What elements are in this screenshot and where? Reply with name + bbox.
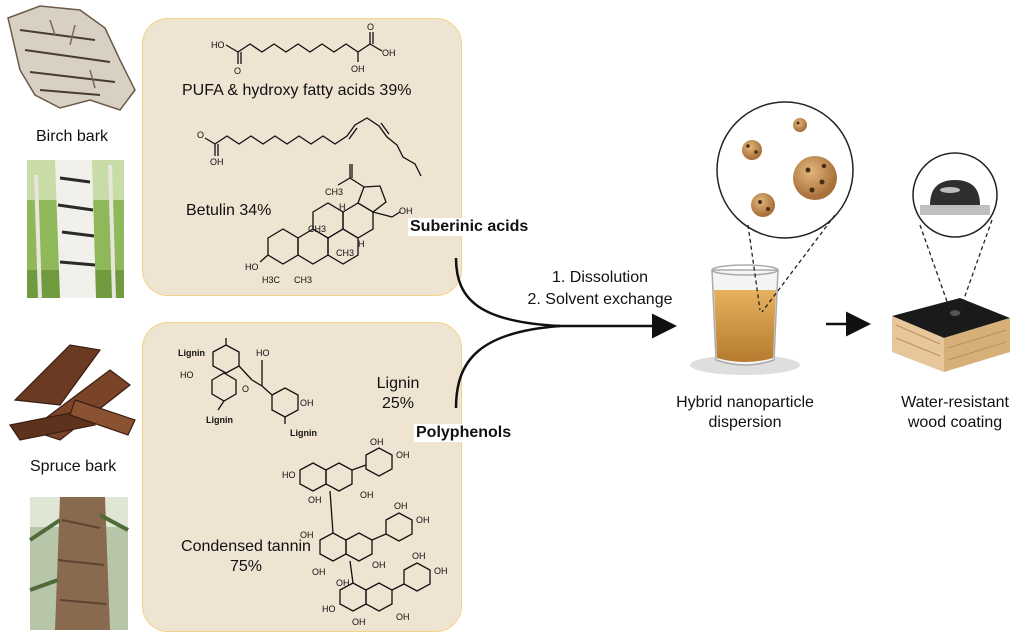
- tannin-label-percent: 75%: [229, 558, 263, 575]
- atom-oh-17: OH: [434, 566, 448, 576]
- atom-oh-5: OH: [300, 398, 314, 408]
- lignin-tag-2: Lignin: [206, 415, 233, 425]
- atom-h-2: H: [358, 239, 365, 249]
- atom-ho-5: HO: [282, 470, 296, 480]
- atom-ho-4: HO: [256, 348, 270, 358]
- birch-tree-photo: [27, 160, 124, 299]
- atom-oh-19: OH: [396, 612, 410, 622]
- merge-arrow-bottom: [454, 324, 561, 409]
- atom-o-2: O: [367, 22, 374, 32]
- lignin-label-name: Lignin: [376, 375, 420, 392]
- atom-oh-12: OH: [416, 515, 430, 525]
- atom-ch3-3: CH3: [308, 224, 326, 234]
- spruce-bark-label: Spruce bark: [30, 458, 117, 475]
- merge-arrow-top: [454, 257, 561, 328]
- wood-block-illustration: [892, 298, 1010, 372]
- atom-o-3: O: [197, 130, 204, 140]
- polyphenols-label: Polyphenols: [414, 424, 514, 442]
- birch-bark-label: Birch bark: [36, 128, 109, 145]
- atom-ho-1: HO: [211, 40, 225, 50]
- tannin-label-name: Condensed tannin: [181, 538, 311, 555]
- pufa-label: PUFA & hydroxy fatty acids 39%: [182, 82, 412, 99]
- atom-oh-8: OH: [396, 450, 410, 460]
- atom-ch3-4: CH3: [336, 248, 354, 258]
- atom-oh-11: OH: [394, 501, 408, 511]
- atom-oh-9: OH: [360, 490, 374, 500]
- atom-ch3-1: CH3: [325, 187, 343, 197]
- suberinic-acids-label: Suberinic acids: [408, 218, 531, 236]
- atom-ch3-2: CH3: [294, 275, 312, 285]
- atom-oh-16: OH: [412, 551, 426, 561]
- atom-oh-14: OH: [312, 567, 326, 577]
- step-solvent-exchange: 2. Solvent exchange: [527, 291, 673, 308]
- spruce-bark-photo: [9, 344, 136, 441]
- atom-oh-7: OH: [370, 437, 384, 447]
- spruce-compounds-panel: [142, 322, 462, 632]
- atom-oh-13: OH: [372, 560, 386, 570]
- hydroxy-diacid-structure: [225, 32, 383, 64]
- atom-oh-15: OH: [336, 578, 350, 588]
- tannin-label: Condensed tannin 75%: [176, 537, 316, 577]
- dispersion-label: Hybrid nanoparticle dispersion: [660, 393, 830, 433]
- birch-compounds-panel: [142, 18, 462, 296]
- lignin-label-percent: 25%: [381, 395, 415, 412]
- droplet-zoom-circle: [912, 152, 998, 311]
- unsaturated-fatty-acid-structure: [204, 117, 422, 177]
- betulin-label: Betulin 34%: [186, 202, 272, 219]
- process-steps: 1. Dissolution 2. Solvent exchange: [505, 267, 695, 311]
- atom-ho-3: HO: [180, 370, 194, 380]
- atom-oh-1: OH: [382, 48, 396, 58]
- coating-label-line1: Water-resistant: [901, 394, 1009, 411]
- spruce-tree-photo: [28, 497, 129, 630]
- atom-ho-2: HO: [245, 262, 259, 272]
- atom-oh-6: OH: [308, 495, 322, 505]
- birch-bark-photo: [7, 5, 136, 111]
- atom-h3c-1: H3C: [262, 275, 281, 285]
- atom-h-1: H: [339, 202, 346, 212]
- atom-oh-3: OH: [210, 157, 224, 167]
- lignin-tag-1: Lignin: [178, 348, 205, 358]
- coating-label-line2: wood coating: [907, 414, 1003, 431]
- atom-o-1: O: [234, 66, 241, 76]
- atom-oh-18: OH: [352, 617, 366, 627]
- atom-oh-10: OH: [300, 530, 314, 540]
- atom-ho-6: HO: [322, 604, 336, 614]
- dispersion-label-line1: Hybrid nanoparticle: [676, 394, 814, 411]
- dispersion-label-line2: dispersion: [708, 414, 782, 431]
- lignin-tag-3: Lignin: [290, 428, 317, 438]
- betulin-structure: [259, 164, 401, 265]
- atom-oh-2: OH: [351, 64, 365, 74]
- step-dissolution: 1. Dissolution: [551, 269, 649, 286]
- lignin-structure: [211, 338, 299, 424]
- condensed-tannin-structure: [299, 447, 431, 612]
- beaker-illustration: [690, 264, 800, 375]
- atom-oh-4: OH: [399, 206, 413, 216]
- atom-o-4: O: [242, 384, 249, 394]
- lignin-label: Lignin 25%: [358, 374, 438, 414]
- nanoparticle-zoom-circle: [716, 101, 854, 313]
- coating-label: Water-resistant wood coating: [886, 393, 1024, 433]
